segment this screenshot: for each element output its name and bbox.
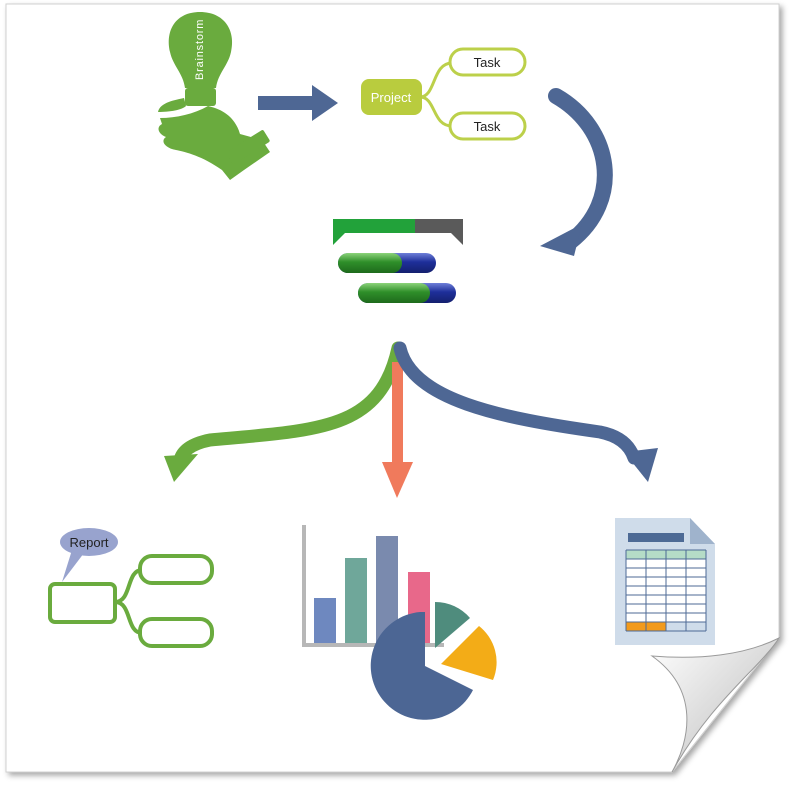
branch-arrow-right-navy <box>393 341 658 482</box>
report-mind-map-icon: Report <box>48 528 214 648</box>
page-curl <box>650 636 781 773</box>
task-label-top: Task <box>474 55 501 70</box>
branch-arrow-left-green <box>164 341 405 482</box>
arrow-right-1 <box>258 85 338 121</box>
bar-pie-chart-icon <box>302 525 497 720</box>
spreadsheet-icon <box>615 518 715 645</box>
branch-arrow-down-salmon <box>382 362 413 498</box>
brainstorm-label: Brainstorm <box>194 19 206 80</box>
lightbulb-hand-icon: Brainstorm <box>158 12 270 180</box>
curved-arrow-down-left <box>540 88 613 256</box>
gantt-chart-icon <box>333 219 463 303</box>
report-label: Report <box>69 535 108 550</box>
mind-map-icon: Project Task Task <box>361 47 527 141</box>
task-label-bottom: Task <box>474 119 501 134</box>
project-label: Project <box>371 90 412 105</box>
